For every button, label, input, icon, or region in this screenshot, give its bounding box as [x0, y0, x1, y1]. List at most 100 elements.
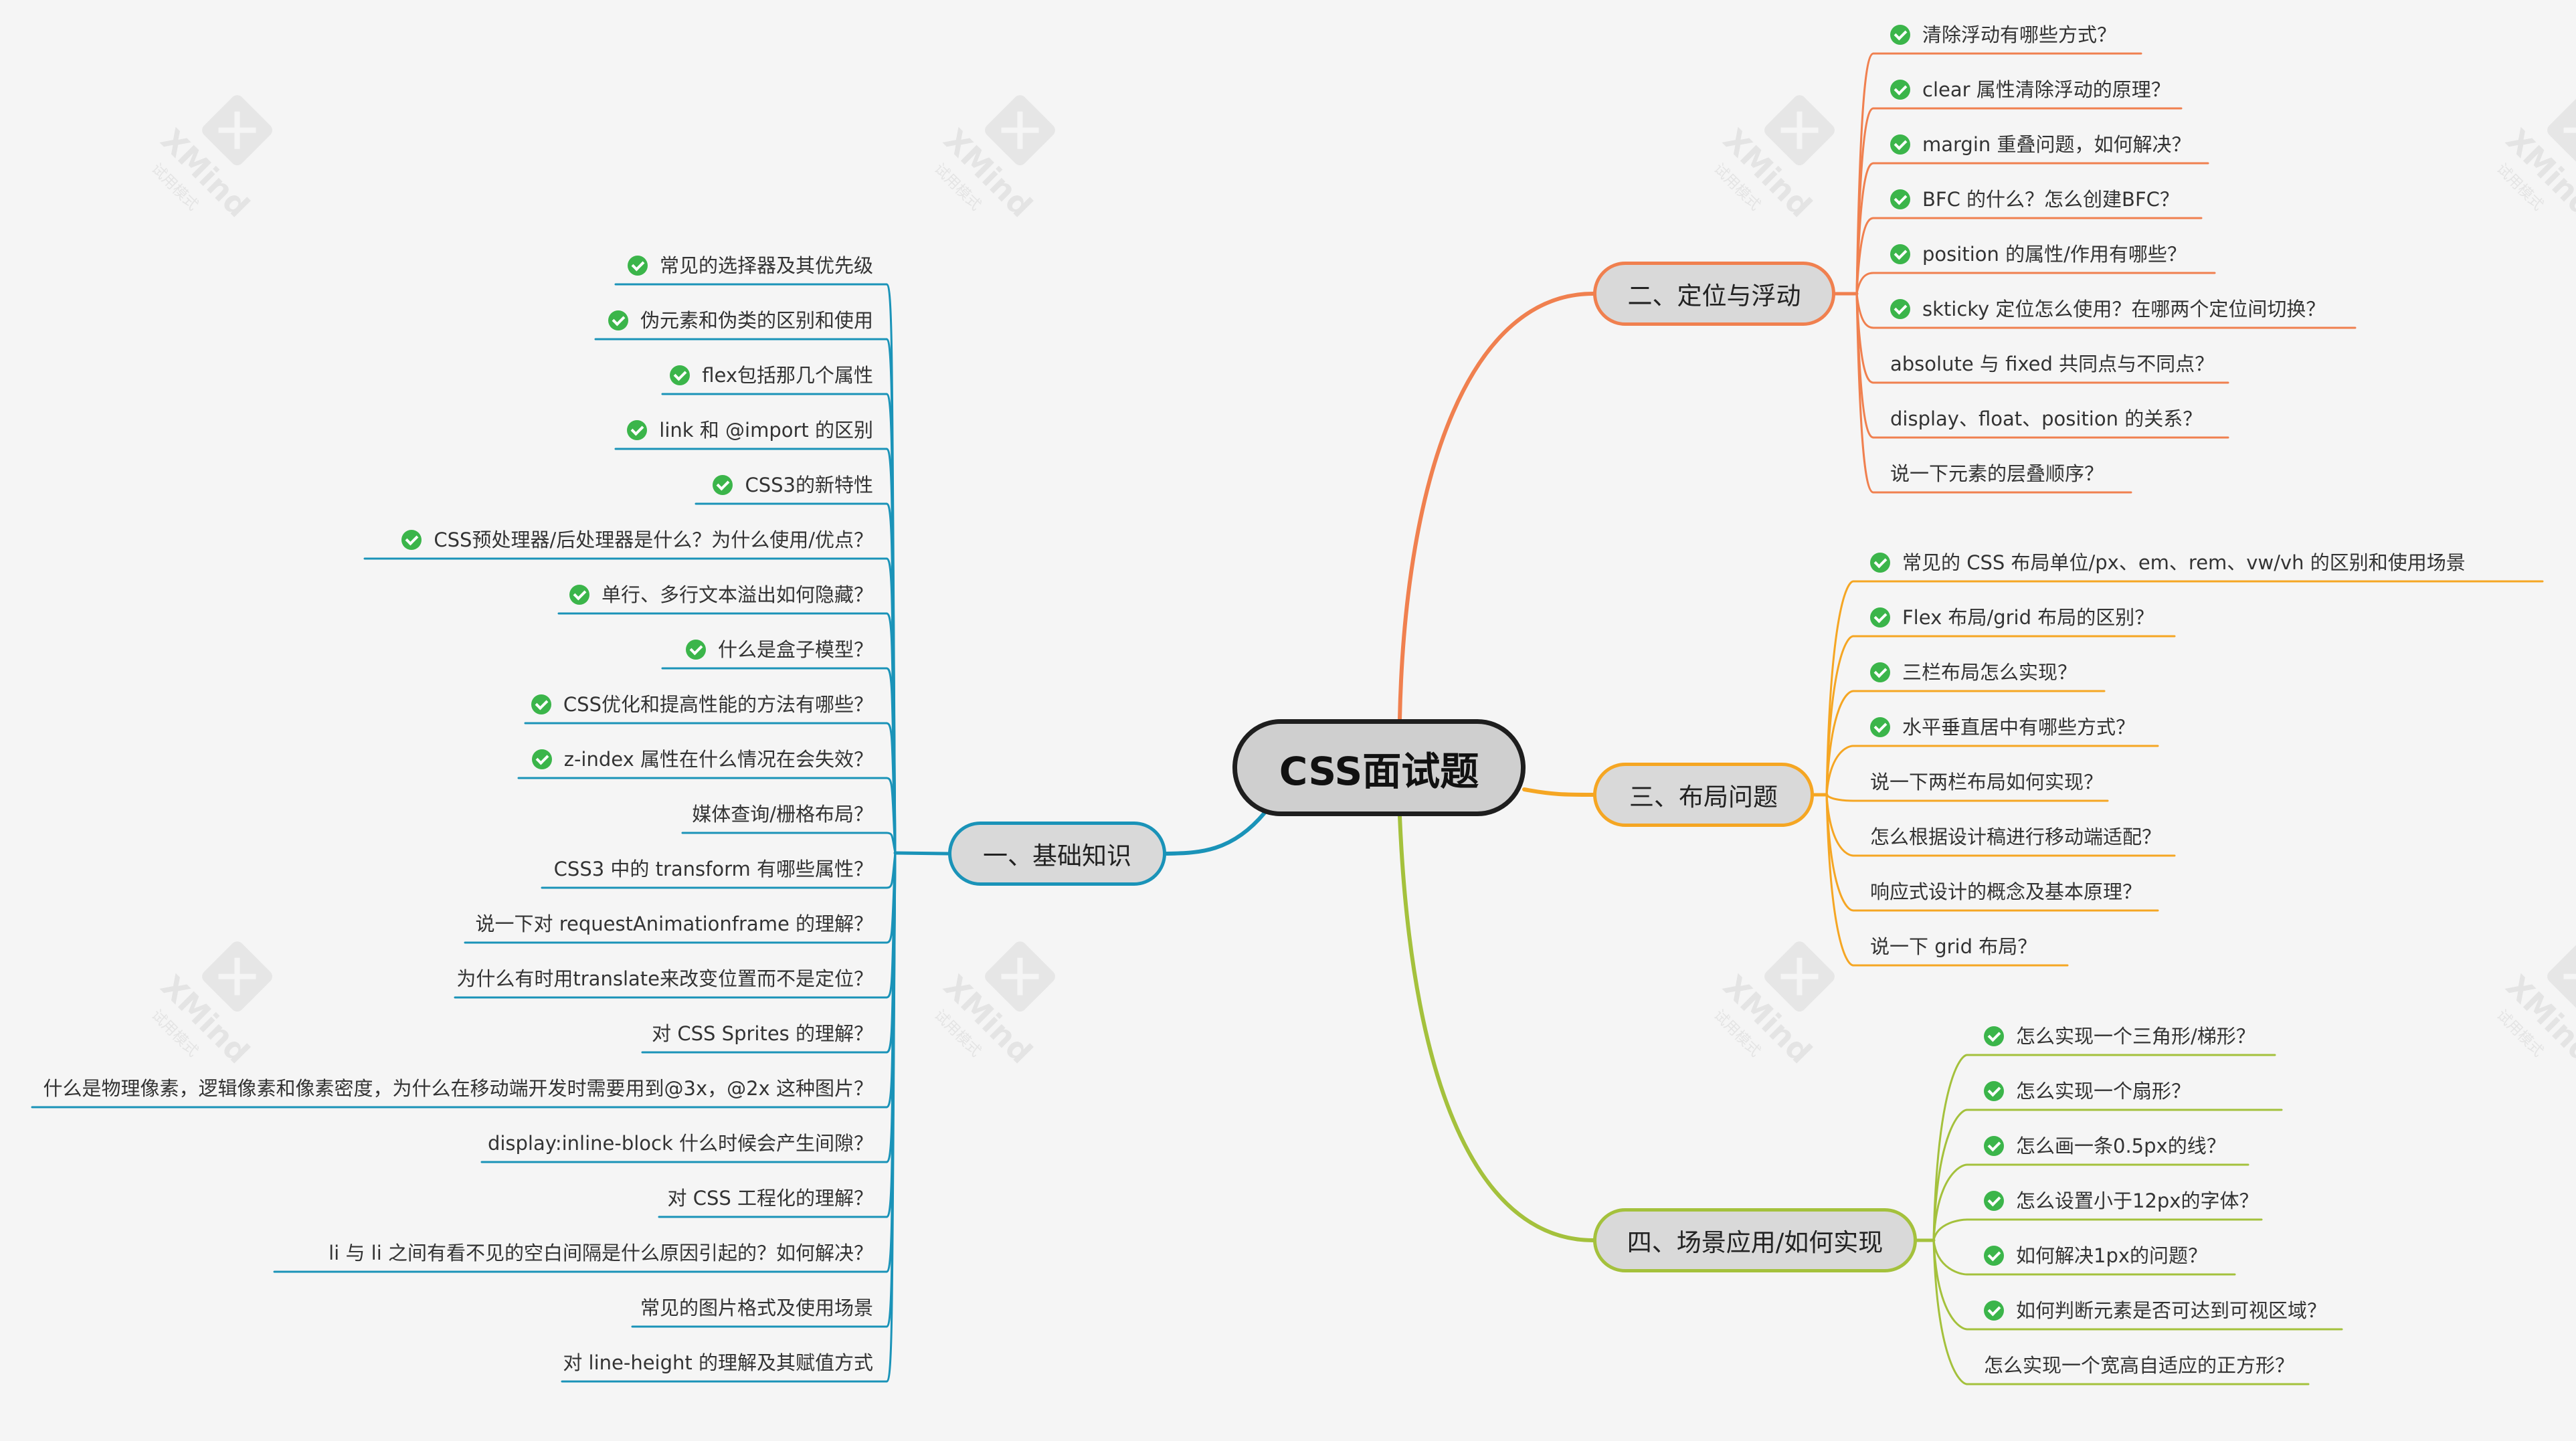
checkmark-icon: [1984, 1191, 2004, 1211]
checkmark-icon: [1984, 1136, 2004, 1156]
subtopic-label: 对 CSS Sprites 的理解？: [652, 1022, 873, 1045]
checkmark-icon: [713, 475, 733, 495]
subtopic-b1-12[interactable]: CSS3 中的 transform 有哪些属性？: [542, 849, 873, 889]
subtopic-label: CSS预处理器/后处理器是什么？为什么使用/优点？: [434, 529, 873, 551]
subtopic-b1-21[interactable]: 对 line-height 的理解及其赋值方式: [562, 1343, 873, 1383]
subtopic-b4-2[interactable]: 怎么实现一个扇形？: [1984, 1071, 2282, 1111]
subtopic-b1-11[interactable]: 媒体查询/栅格布局？: [682, 794, 873, 834]
subtopic-connector: [1825, 580, 1855, 796]
subtopic-b1-15[interactable]: 对 CSS Sprites 的理解？: [642, 1014, 873, 1054]
subtopic-label: 三栏布局怎么实现？: [1902, 661, 2078, 684]
subtopic-b3-6[interactable]: 怎么根据设计稿进行移动端适配？: [1870, 817, 2175, 857]
checkmark-icon: [627, 256, 648, 276]
subtopic-label: 常见的选择器及其优先级: [659, 254, 873, 277]
subtopic-b3-7[interactable]: 响应式设计的概念及基本原理？: [1870, 872, 2158, 912]
connector-root-layout: [1522, 787, 1595, 797]
subtopic-b4-4[interactable]: 怎么设置小于12px的字体？: [1984, 1181, 2262, 1221]
subtopic-connector: [1932, 1239, 1968, 1385]
subtopic-b1-1[interactable]: 常见的选择器及其优先级: [616, 246, 873, 286]
subtopic-label: 媒体查询/栅格布局？: [692, 803, 873, 826]
subtopic-b3-5[interactable]: 说一下两栏布局如何实现？: [1870, 762, 2108, 802]
subtopic-label: 水平垂直居中有哪些方式？: [1902, 716, 2136, 739]
subtopic-label: 常见的图片格式及使用场景: [640, 1296, 873, 1319]
branch-topic-positioning[interactable]: 二、定位与浮动: [1593, 262, 1835, 326]
subtopic-b3-1[interactable]: 常见的 CSS 布局单位/px、em、rem、vw/vh 的区别和使用场景: [1870, 543, 2543, 583]
branch-topic-scenarios[interactable]: 四、场景应用/如何实现: [1593, 1208, 1917, 1272]
subtopic-label: 如何解决1px的问题？: [2016, 1244, 2208, 1267]
subtopic-connector: [1932, 1054, 1968, 1242]
checkmark-icon: [608, 310, 628, 330]
subtopic-connector: [1825, 793, 1855, 912]
subtopic-b1-3[interactable]: flex包括那几个属性: [662, 355, 873, 395]
subtopic-b1-16[interactable]: 什么是物理像素，逻辑像素和像素密度，为什么在移动端开发时需要用到@3x，@2x …: [32, 1068, 873, 1109]
subtopic-b3-3[interactable]: 三栏布局怎么实现？: [1870, 652, 2104, 692]
subtopic-label: display、float、position 的关系？: [1890, 407, 2203, 430]
subtopic-connector: [1855, 292, 1875, 494]
subtopic-b2-9[interactable]: 说一下元素的层叠顺序？: [1890, 454, 2131, 494]
subtopic-b1-9[interactable]: CSS优化和提高性能的方法有哪些？: [525, 684, 873, 725]
subtopic-b1-19[interactable]: li 与 li 之间有看不见的空白间隔是什么原因引起的？如何解决？: [274, 1233, 873, 1273]
subtopic-label: 说一下元素的层叠顺序？: [1890, 462, 2104, 485]
subtopic-b1-8[interactable]: 什么是盒子模型？: [662, 630, 873, 670]
subtopic-connector: [1825, 690, 1855, 796]
checkmark-icon: [1870, 553, 1890, 573]
subtopic-b1-5[interactable]: CSS3的新特性: [696, 465, 873, 505]
subtopic-label: CSS3的新特性: [745, 474, 873, 496]
subtopic-b1-17[interactable]: display:inline-block 什么时候会产生间隙？: [482, 1123, 873, 1163]
checkmark-icon: [1984, 1246, 2004, 1266]
subtopic-connector: [1932, 1163, 1968, 1242]
checkmark-icon: [1890, 80, 1910, 100]
subtopic-b3-2[interactable]: Flex 布局/grid 布局的区别？: [1870, 597, 2175, 638]
subtopic-b1-13[interactable]: 说一下对 requestAnimationframe 的理解？: [465, 904, 873, 944]
checkmark-icon: [1870, 717, 1890, 737]
subtopic-connector: [1855, 162, 1875, 295]
subtopic-label: 响应式设计的概念及基本原理？: [1870, 880, 2142, 903]
subtopic-b1-18[interactable]: 对 CSS 工程化的理解？: [659, 1178, 873, 1218]
subtopic-b1-14[interactable]: 为什么有时用translate来改变位置而不是定位？: [455, 959, 873, 999]
subtopic-b3-8[interactable]: 说一下 grid 布局？: [1870, 927, 2067, 967]
subtopic-b4-5[interactable]: 如何解决1px的问题？: [1984, 1236, 2235, 1276]
checkmark-icon: [670, 365, 691, 385]
subtopic-b2-5[interactable]: position 的属性/作用有哪些？: [1890, 234, 2215, 274]
checkmark-icon: [1870, 662, 1890, 682]
subtopic-b4-3[interactable]: 怎么画一条0.5px的线？: [1984, 1126, 2248, 1166]
subtopic-label: 对 line-height 的理解及其赋值方式: [563, 1351, 873, 1374]
subtopic-b2-8[interactable]: display、float、position 的关系？: [1890, 399, 2228, 439]
subtopic-connector: [1932, 1109, 1968, 1242]
subtopic-b1-7[interactable]: 单行、多行文本溢出如何隐藏？: [559, 575, 873, 615]
subtopic-b4-6[interactable]: 如何判断元素是否可达到可视区域？: [1984, 1290, 2342, 1331]
subtopic-connector: [1825, 793, 1855, 967]
subtopic-label: 说一下 grid 布局？: [1870, 935, 2037, 958]
subtopic-b2-3[interactable]: margin 重叠问题，如何解决？: [1890, 124, 2208, 165]
subtopic-b1-4[interactable]: link 和 @import 的区别: [616, 410, 873, 450]
subtopic-b4-7[interactable]: 怎么实现一个宽高自适应的正方形？: [1984, 1345, 2308, 1385]
root-topic[interactable]: CSS面试题: [1232, 719, 1526, 816]
checkmark-icon: [685, 640, 706, 660]
subtopic-b2-6[interactable]: skticky 定位怎么使用？在哪两个定位间切换？: [1890, 289, 2355, 329]
subtopic-connector: [1825, 745, 1855, 796]
subtopic-b2-4[interactable]: BFC 的什么？怎么创建BFC？: [1890, 179, 2201, 219]
subtopic-b2-1[interactable]: 清除浮动有哪些方式？: [1890, 15, 2141, 55]
subtopic-b1-6[interactable]: CSS预处理器/后处理器是什么？为什么使用/优点？: [365, 520, 873, 560]
subtopic-b4-1[interactable]: 怎么实现一个三角形/梯形？: [1984, 1016, 2275, 1056]
subtopic-b2-7[interactable]: absolute 与 fixed 共同点与不同点？: [1890, 344, 2228, 384]
branch-topic-layout[interactable]: 三、布局问题: [1593, 763, 1814, 827]
subtopic-connector: [885, 832, 897, 854]
subtopic-label: position 的属性/作用有哪些？: [1922, 243, 2187, 266]
subtopic-b3-4[interactable]: 水平垂直居中有哪些方式？: [1870, 707, 2158, 747]
checkmark-icon: [401, 530, 422, 550]
subtopic-label: 怎么设置小于12px的字体？: [2016, 1189, 2259, 1212]
checkmark-icon: [1890, 25, 1910, 45]
subtopic-b2-2[interactable]: clear 属性清除浮动的原理？: [1890, 70, 2181, 110]
subtopic-label: li 与 li 之间有看不见的空白间隔是什么原因引起的？如何解决？: [329, 1242, 873, 1264]
subtopic-label: 说一下两栏布局如何实现？: [1870, 771, 2104, 793]
subtopic-label: 常见的 CSS 布局单位/px、em、rem、vw/vh 的区别和使用场景: [1902, 551, 2466, 574]
checkmark-icon: [1890, 189, 1910, 209]
subtopic-label: CSS优化和提高性能的方法有哪些？: [563, 693, 873, 716]
subtopic-b1-10[interactable]: z-index 属性在什么情况在会失效？: [519, 739, 873, 779]
branch-topic-basics[interactable]: 一、基础知识: [948, 822, 1166, 886]
subtopic-b1-2[interactable]: 伪元素和伪类的区别和使用: [595, 300, 873, 341]
subtopic-b1-20[interactable]: 常见的图片格式及使用场景: [632, 1288, 873, 1328]
subtopic-label: 怎么实现一个宽高自适应的正方形？: [1984, 1354, 2295, 1377]
